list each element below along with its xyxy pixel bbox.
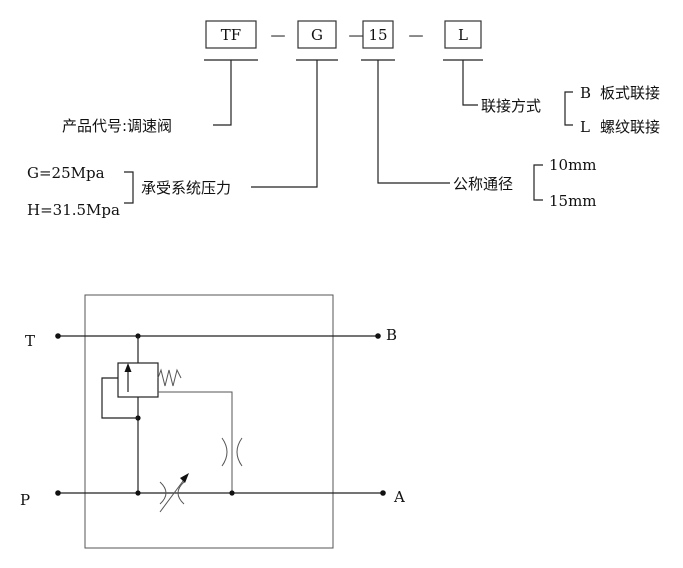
- code-separator-3: —: [409, 26, 424, 44]
- leader-pressure: [251, 60, 318, 188]
- code-box-l-text: L: [458, 26, 468, 44]
- junction-a: [229, 490, 235, 496]
- code-box-l: L: [444, 20, 482, 49]
- code-separator-2: —: [349, 26, 364, 44]
- port-p-label: P: [20, 491, 30, 509]
- connection-option-l-code: L: [580, 118, 590, 136]
- pressure-bracket: [124, 171, 134, 204]
- port-a-label: A: [393, 488, 405, 506]
- leader-bore: [377, 60, 450, 184]
- code-box-g-text: G: [311, 26, 323, 44]
- throttle-right-icon: [177, 481, 185, 505]
- port-b-dot: [375, 333, 381, 339]
- leader-product: [213, 60, 232, 126]
- port-t-dot: [55, 333, 61, 339]
- compensator-arrow-icon: [124, 363, 132, 372]
- bore-label: 公称通径: [453, 175, 513, 193]
- code-box-15: 15: [362, 20, 394, 49]
- code-box-tf: TF: [205, 20, 257, 49]
- bore-option-15: 15mm: [549, 192, 597, 210]
- connection-option-l-desc: 螺纹联接: [600, 118, 660, 136]
- port-t-label: T: [25, 332, 35, 350]
- connection-bracket: [564, 91, 573, 126]
- pressure-label: 承受系统压力: [141, 179, 231, 197]
- compensator-valve-box: [117, 362, 159, 398]
- throttle-adjust-arrow-shaft: [159, 476, 187, 513]
- throttle-left-icon: [159, 481, 167, 505]
- code-box-g: G: [297, 20, 337, 49]
- bore-bracket: [533, 164, 543, 201]
- spring-icon: [157, 368, 182, 387]
- connection-label: 联接方式: [481, 97, 541, 115]
- orifice-right-icon: [236, 437, 243, 467]
- throttle-adjust-arrow-icon: [180, 473, 189, 483]
- port-b-label: B: [386, 326, 397, 344]
- connection-option-b-desc: 板式联接: [600, 84, 660, 102]
- hydraulic-schematic: T B P A: [20, 294, 405, 549]
- port-a-dot: [380, 490, 386, 496]
- code-box-tf-text: TF: [221, 26, 241, 44]
- junction-p: [135, 490, 141, 496]
- pilot-line-left: [101, 377, 138, 419]
- orifice-left-icon: [221, 437, 228, 467]
- port-p-dot: [55, 490, 61, 496]
- code-separator-1: —: [271, 26, 286, 44]
- code-box-15-text: 15: [368, 26, 387, 44]
- bore-option-10: 10mm: [549, 156, 597, 174]
- valve-body-outline: [84, 294, 334, 549]
- pilot-line-right: [158, 391, 233, 493]
- connection-option-b-code: B: [580, 84, 591, 102]
- pressure-option-g: G=25Mpa: [27, 164, 105, 182]
- product-label: 产品代号:调速阀: [62, 117, 172, 135]
- pressure-option-h: H=31.5Mpa: [27, 201, 120, 219]
- leader-connection: [462, 60, 478, 106]
